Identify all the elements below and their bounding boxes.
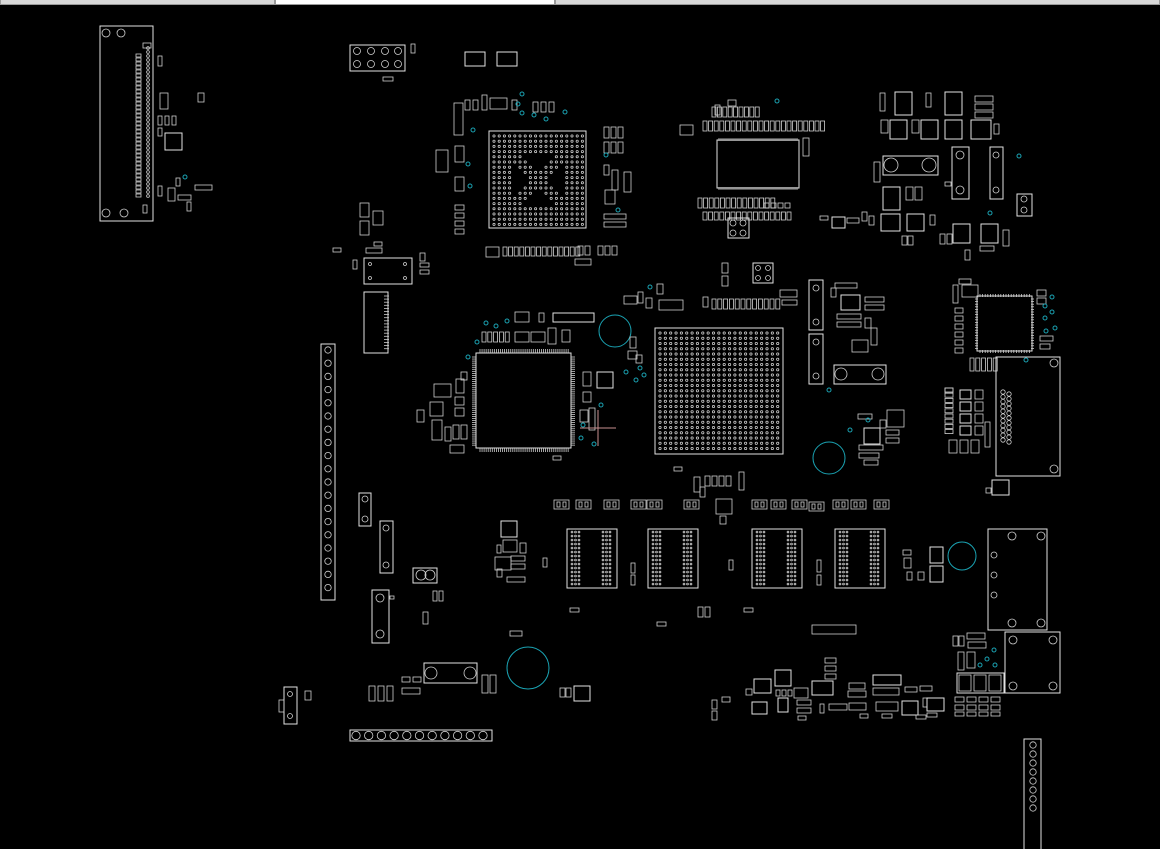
power-section[interactable] <box>819 91 1033 261</box>
connector-right-middle[interactable] <box>995 356 1061 477</box>
header-left-vertical[interactable] <box>320 343 336 601</box>
tab-bar <box>0 0 1160 6</box>
connector-right-lower[interactable] <box>987 528 1048 631</box>
pcb-canvas[interactable] <box>0 6 1160 849</box>
header-bottom-horizontal[interactable] <box>349 729 493 742</box>
chip-top-middle[interactable] <box>716 138 800 190</box>
header-right-bottom[interactable] <box>1023 738 1042 849</box>
tab-2[interactable] <box>275 0 555 5</box>
bga-top[interactable] <box>488 130 587 229</box>
tab-3[interactable] <box>555 0 1160 5</box>
connector-left-top[interactable] <box>99 25 154 222</box>
qfp-left[interactable] <box>472 349 575 452</box>
tab-1[interactable] <box>0 0 275 5</box>
bga-center[interactable] <box>654 327 784 455</box>
